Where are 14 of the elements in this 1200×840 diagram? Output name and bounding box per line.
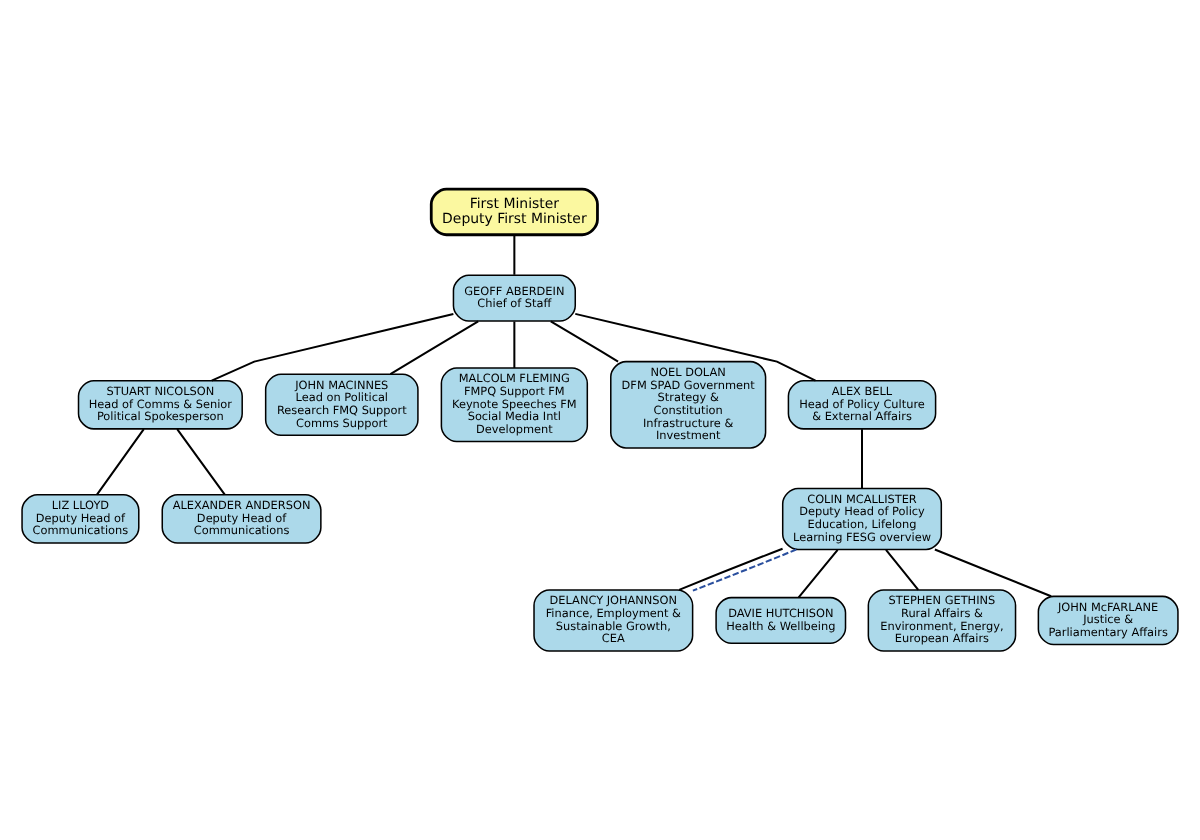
- connector: [389, 320, 479, 376]
- connector: [513, 235, 516, 275]
- connector: [678, 547, 783, 591]
- connector: [575, 312, 816, 382]
- connector: [797, 549, 839, 599]
- connector: [96, 428, 145, 496]
- connector: [176, 428, 226, 496]
- connector: [885, 549, 920, 591]
- connector: [861, 429, 864, 489]
- connector: [211, 313, 454, 382]
- connector: [934, 548, 1052, 598]
- connector: [513, 321, 516, 368]
- connector: [692, 548, 797, 592]
- connector: [550, 320, 619, 363]
